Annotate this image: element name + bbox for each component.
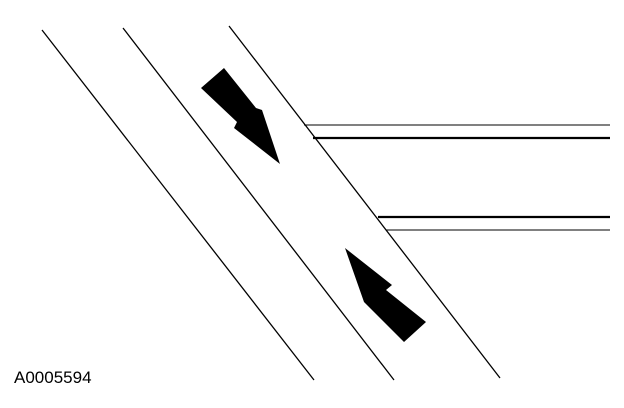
figure-id-label: A0005594	[14, 368, 92, 387]
arrow-down-right-icon	[201, 68, 280, 164]
arrow-up-left-icon	[345, 248, 426, 342]
diagonal-line-left	[41, 29, 315, 381]
diagonal-line-right	[228, 25, 501, 379]
diagonal-line-middle	[122, 27, 395, 381]
